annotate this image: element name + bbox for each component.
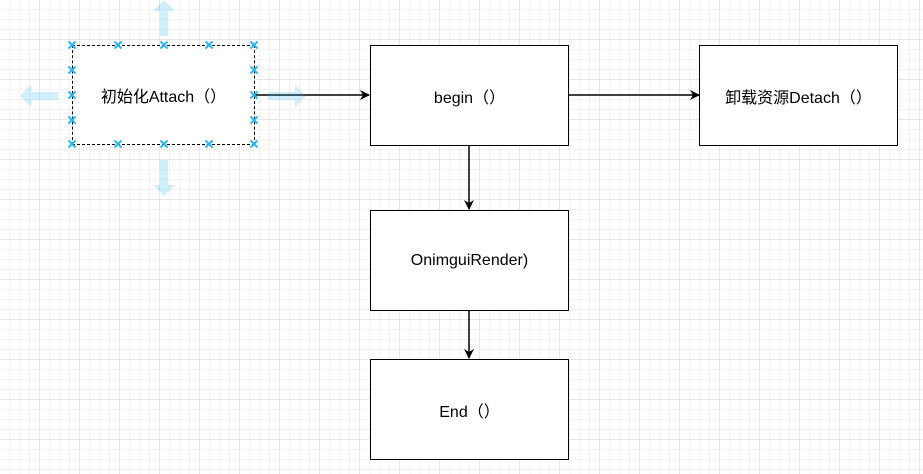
resize-handle-top-center[interactable] xyxy=(160,41,168,49)
resize-handle-left-1[interactable] xyxy=(68,66,76,74)
resize-handle-top-left[interactable] xyxy=(68,41,76,49)
resize-handle-bottom-3[interactable] xyxy=(205,140,213,148)
node-detach[interactable]: 卸载资源Detach（） xyxy=(699,45,898,146)
resize-handle-left-center[interactable] xyxy=(68,91,76,99)
resize-handle-bottom-center[interactable] xyxy=(160,140,168,148)
resize-handle-bottom-right[interactable] xyxy=(250,140,258,148)
insert-arrow-down-icon[interactable] xyxy=(152,160,176,196)
node-end[interactable]: End（） xyxy=(370,359,569,460)
insert-arrow-left-icon[interactable] xyxy=(20,84,58,108)
node-onimgui-render[interactable]: OnimguiRender) xyxy=(370,210,569,311)
resize-handle-top-right[interactable] xyxy=(250,41,258,49)
resize-handle-top-3[interactable] xyxy=(205,41,213,49)
resize-handle-right-3[interactable] xyxy=(250,116,258,124)
node-begin-label: begin（） xyxy=(433,89,506,107)
node-begin[interactable]: begin（） xyxy=(370,45,569,146)
insert-arrow-up-icon[interactable] xyxy=(152,0,176,36)
node-detach-label: 卸载资源Detach（） xyxy=(725,89,872,107)
node-init-attach[interactable]: 初始化Attach（） xyxy=(72,45,255,145)
resize-handle-right-center[interactable] xyxy=(250,91,258,99)
insert-arrow-right-icon[interactable] xyxy=(268,84,306,108)
resize-handle-bottom-left[interactable] xyxy=(68,140,76,148)
resize-handle-left-3[interactable] xyxy=(68,116,76,124)
resize-handle-right-1[interactable] xyxy=(250,66,258,74)
resize-handle-bottom-1[interactable] xyxy=(114,140,122,148)
node-init-attach-label: 初始化Attach（） xyxy=(100,89,227,106)
resize-handle-top-1[interactable] xyxy=(114,41,122,49)
node-onimgui-render-label: OnimguiRender) xyxy=(410,251,529,269)
node-end-label: End（） xyxy=(439,403,500,421)
